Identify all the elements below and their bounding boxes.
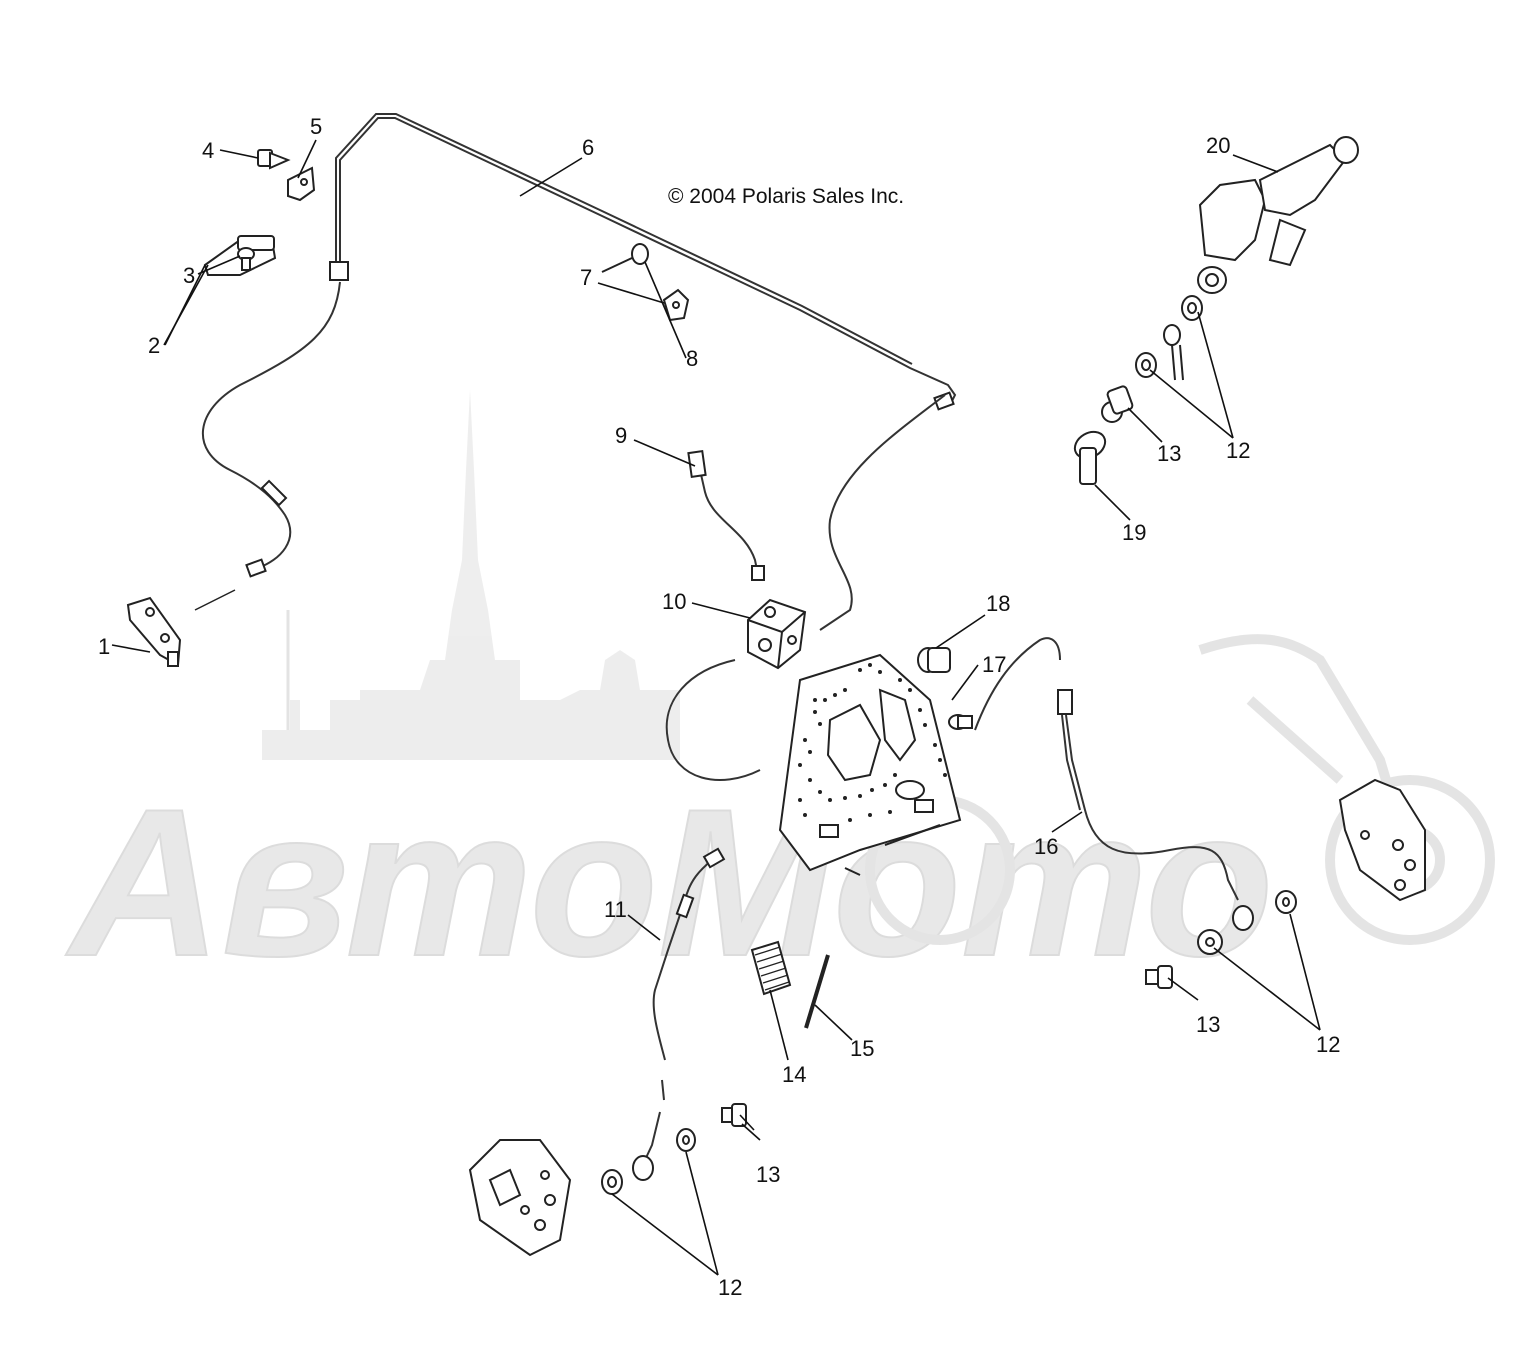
- hose-sleeve: [260, 479, 288, 507]
- bolt-13-right: [1145, 965, 1173, 989]
- plate-holes: [798, 663, 947, 822]
- part-8-rivet: [601, 243, 649, 273]
- watermark-motorcycle: [865, 634, 1495, 945]
- part-3-screw: [237, 247, 255, 271]
- main-brake-line: [339, 117, 957, 406]
- washer-12-top-a: [1181, 295, 1203, 321]
- callout-10: 10: [662, 589, 686, 614]
- watermark: АвтоМото: [64, 390, 1495, 1001]
- callout-13-top: 13: [1157, 441, 1181, 466]
- callout-17: 17: [982, 652, 1006, 677]
- hose-dash-line: [194, 589, 236, 611]
- callout-4: 4: [202, 138, 214, 163]
- part-19-boot: [1073, 430, 1107, 485]
- callout-16: 16: [1034, 834, 1058, 859]
- watermark-text: АвтоМото: [65, 765, 1273, 1000]
- part-14-spring: [750, 940, 792, 996]
- part-1-brake-tee: [126, 596, 182, 667]
- part-11-hose: [632, 847, 726, 1181]
- callout-12-lower-right: 12: [1316, 1032, 1340, 1057]
- main-brake-line-inner: [335, 113, 913, 365]
- leader-lines: [111, 139, 1321, 1276]
- hose-end-fitting: [245, 558, 267, 578]
- brake-line-end-fitting: [933, 391, 955, 411]
- washer-12-left-a: [601, 1169, 623, 1195]
- callout-20: 20: [1206, 133, 1230, 158]
- bolt-13-lower: [721, 1103, 747, 1127]
- callout-1: 1: [98, 634, 110, 659]
- callout-12-top: 12: [1226, 438, 1250, 463]
- callout-18: 18: [986, 591, 1010, 616]
- washer-12-right-a: [1197, 929, 1223, 955]
- callouts: 1 2 3 4 5 6 7 8 9 10 11 12 12 12 13 13 1…: [98, 114, 1340, 1300]
- callout-6: 6: [582, 135, 594, 160]
- bolt-13-top: [1101, 385, 1134, 423]
- callout-7: 7: [580, 265, 592, 290]
- mounting-plate: [778, 653, 962, 876]
- rear-right-caliper: [1338, 778, 1426, 902]
- callout-5: 5: [310, 114, 322, 139]
- connector-line-c: [974, 637, 1061, 731]
- callout-13-lower-right: 13: [1196, 1012, 1220, 1037]
- watermark-city-silhouette: [262, 390, 680, 760]
- part-18-fitting: [917, 647, 951, 673]
- part-15-pin: [804, 954, 830, 1029]
- banjo-12-top: [1163, 324, 1184, 381]
- washer-12-left-b: [676, 1128, 696, 1152]
- part-16-hose: [1057, 689, 1254, 931]
- part-4-bolt: [257, 149, 291, 170]
- callout-11: 11: [604, 897, 627, 922]
- rear-left-caliper: [468, 1139, 572, 1257]
- callout-2: 2: [148, 333, 160, 358]
- callout-3: 3: [183, 263, 195, 288]
- callout-9: 9: [615, 423, 627, 448]
- part-17-bolt: [948, 714, 973, 730]
- part-5-clip: [287, 166, 316, 202]
- washer-12-right-b: [1275, 890, 1297, 914]
- brake-line-fitting: [329, 261, 349, 281]
- callout-14: 14: [782, 1062, 806, 1087]
- connector-line-b: [665, 659, 761, 781]
- callout-12-lower-left: 12: [718, 1275, 742, 1300]
- part-9-hose: [687, 450, 765, 581]
- front-brake-hose: [202, 281, 341, 569]
- callout-19: 19: [1122, 520, 1146, 545]
- callout-13-lower-left: 13: [756, 1162, 780, 1187]
- copyright-text: © 2004 Polaris Sales Inc.: [668, 185, 904, 208]
- callout-15: 15: [850, 1036, 874, 1061]
- part-10-junction-block: [747, 598, 807, 670]
- connector-line-a: [819, 394, 946, 631]
- part-20-master-cylinder: [1197, 136, 1359, 294]
- callout-8: 8: [686, 346, 698, 371]
